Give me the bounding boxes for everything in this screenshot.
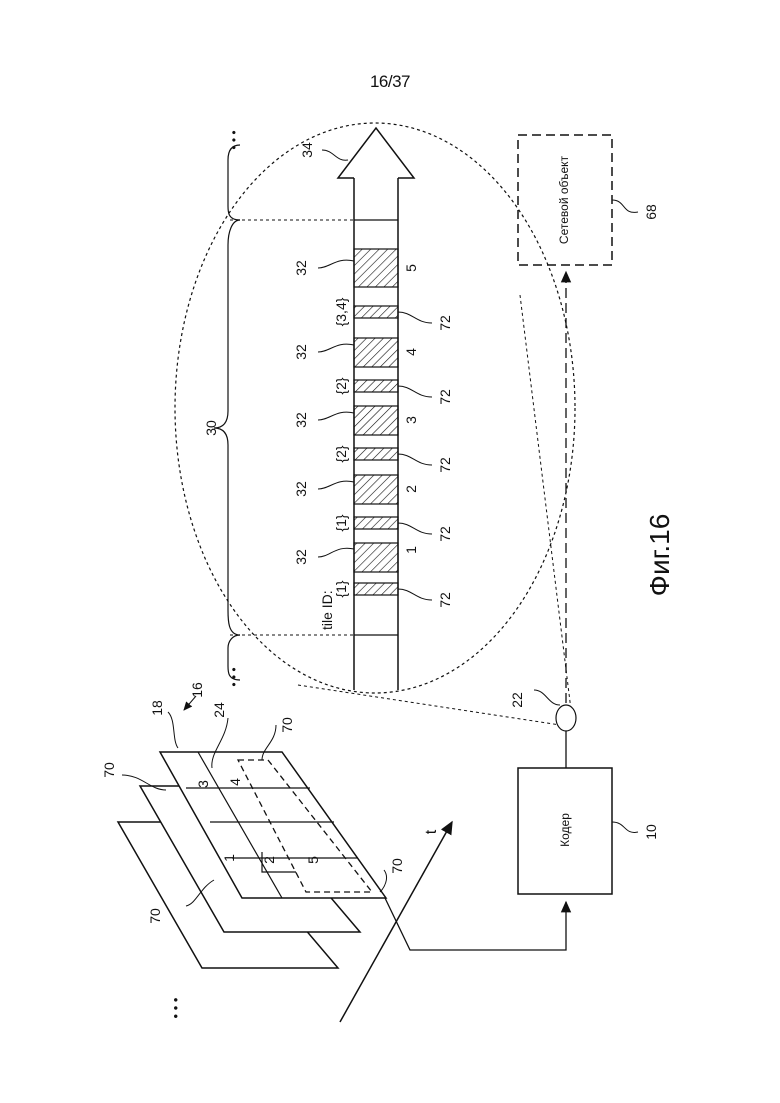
next-unit-brace: [228, 145, 240, 220]
slice-32: [354, 338, 398, 367]
figure-caption: Фиг.16: [644, 510, 676, 600]
tile-boundary-ref: 24: [211, 702, 227, 718]
encoder-label: Кодер: [558, 813, 572, 847]
region-ref: 70: [279, 717, 295, 733]
sequence-ref: 16: [189, 682, 205, 698]
packet-ref: 72: [437, 389, 453, 405]
time-axis: [340, 822, 452, 1022]
encoder-input-arrow: [385, 898, 566, 950]
network-entity-ref: 68: [643, 204, 659, 220]
tile-number: 5: [305, 856, 321, 864]
stream-point-ref-leader: [534, 690, 560, 705]
slice-ref: 32: [293, 549, 309, 565]
slice-number: 4: [403, 348, 419, 356]
ellipsis-pictures: • • •: [168, 997, 183, 1018]
packet-ref: 72: [437, 457, 453, 473]
time-axis-label: t: [423, 829, 440, 834]
slice-32: [354, 543, 398, 572]
picture-stack: [118, 752, 386, 968]
slice-32: [354, 475, 398, 504]
slice-number: 1: [403, 546, 419, 554]
packet-ref: 72: [437, 592, 453, 608]
slice-number: 5: [403, 264, 419, 272]
slice-32: [354, 249, 398, 287]
region-ref: 70: [147, 908, 163, 924]
picture-ref: 18: [149, 700, 165, 716]
stream-ref: 34: [299, 142, 315, 158]
packet-id: {2}: [333, 377, 349, 394]
packet-72: [354, 517, 398, 529]
slice-ref: 32: [293, 412, 309, 428]
encoder-ref: 10: [643, 824, 659, 840]
packet-ref: 72: [437, 315, 453, 331]
packet-id: {2}: [333, 445, 349, 462]
slice-ref: 32: [293, 481, 309, 497]
picture-ref-leader: [168, 712, 178, 748]
network-entity-label: Сетевой объект: [557, 155, 571, 244]
slice-ref: 32: [293, 260, 309, 276]
tile-number: 3: [195, 780, 211, 788]
slice-number: 2: [403, 485, 419, 493]
region-ref: 70: [101, 762, 117, 778]
ellipsis-bottom: • • •: [227, 667, 241, 686]
region-ref: 70: [389, 858, 405, 874]
packet-id: {3,4}: [333, 297, 349, 326]
packet-72: [354, 583, 398, 595]
slice-number: 3: [403, 416, 419, 424]
stream-arrow: [338, 128, 414, 178]
tile-number: 4: [227, 778, 243, 786]
tile-number: 1: [221, 854, 237, 862]
encoder-ref-leader: [612, 822, 638, 832]
packet-id: {1}: [333, 580, 349, 597]
packet-72: [354, 380, 398, 392]
stream-point-ref: 22: [509, 692, 525, 708]
slice-32: [354, 406, 398, 435]
packet-72: [354, 448, 398, 460]
slice-ref: 32: [293, 344, 309, 360]
zoom-line-2: [520, 295, 572, 718]
ellipsis-top: • • •: [227, 130, 241, 149]
network-entity-ref-leader: [612, 200, 638, 212]
tile-number: 2: [261, 856, 277, 864]
packet-id: {1}: [333, 514, 349, 531]
bitstream: 1 2 3 4 5 tile ID: {1} {1} {2} {2} {3,4}…: [203, 128, 453, 690]
packet-ref: 72: [437, 526, 453, 542]
packet-72: [354, 306, 398, 318]
access-unit-ref: 30: [203, 420, 219, 436]
stream-point: [556, 705, 576, 731]
stream-ref-leader: [322, 150, 348, 160]
